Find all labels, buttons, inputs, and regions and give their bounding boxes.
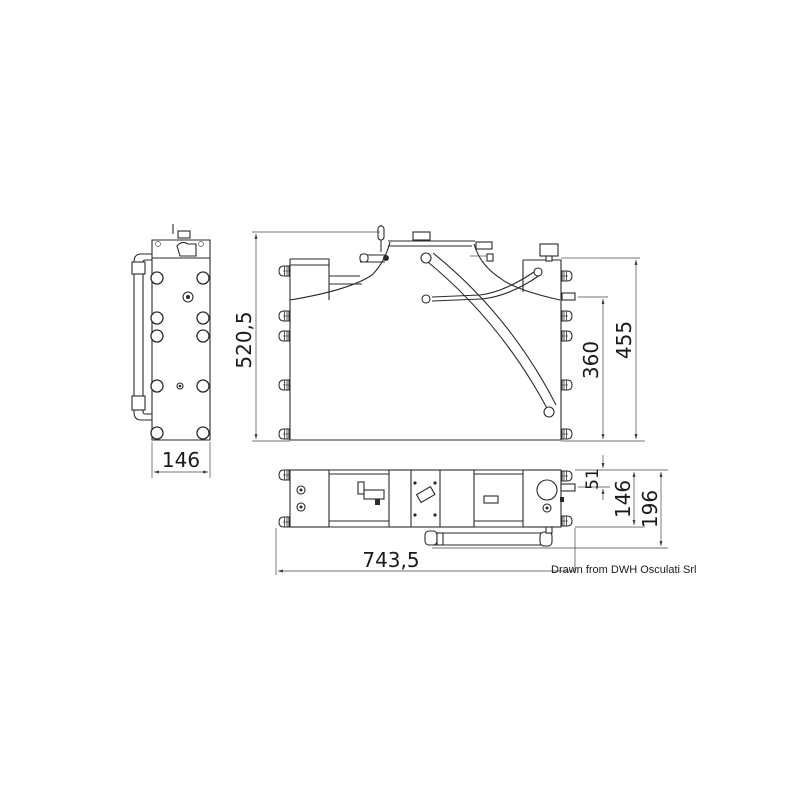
dim-front-height: 520,5 <box>232 311 256 368</box>
dim-top-offset: 51 <box>583 468 603 490</box>
dim-top-depth: 146 <box>611 480 635 518</box>
front-view: 520,5 360 455 <box>232 225 645 442</box>
dim-side-width: 146 <box>162 448 200 472</box>
dim-right-inner-height: 360 <box>579 341 603 379</box>
dim-right-height: 455 <box>612 321 636 359</box>
side-view: 146 <box>131 224 211 478</box>
dim-top-length: 743,5 <box>362 548 419 572</box>
credit-text: Drawn from DWH Osculati Srl <box>551 564 697 576</box>
dim-top-total-depth: 196 <box>638 490 662 528</box>
top-view: 743,5 51 146 196 <box>275 455 668 575</box>
